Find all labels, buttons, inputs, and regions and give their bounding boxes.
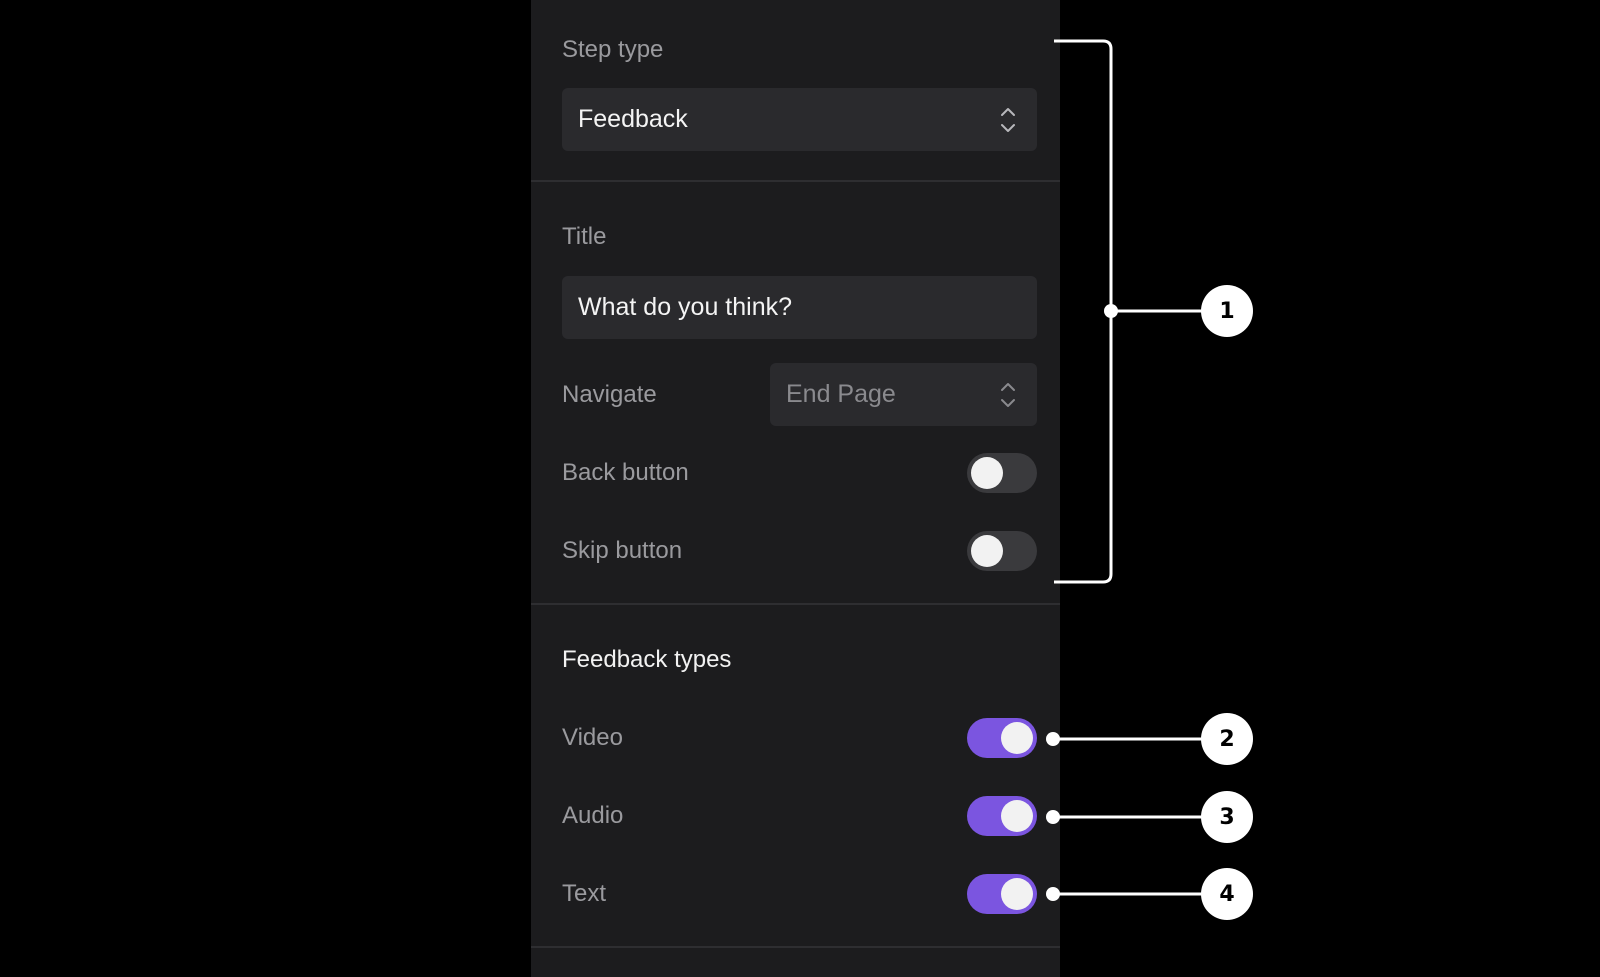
video-label: Video	[562, 724, 623, 751]
toggle-knob	[1001, 878, 1033, 910]
toggle-knob	[1001, 800, 1033, 832]
toggle-knob	[971, 457, 1003, 489]
divider	[531, 180, 1060, 182]
navigate-value: End Page	[786, 380, 896, 408]
toggle-knob	[971, 535, 1003, 567]
audio-toggle[interactable]	[967, 796, 1037, 836]
step-type-value: Feedback	[578, 105, 688, 133]
back-button-label: Back button	[562, 459, 689, 486]
video-toggle[interactable]	[967, 718, 1037, 758]
toggle-knob	[1001, 722, 1033, 754]
callout-badge-4: 4	[1201, 868, 1253, 920]
callout-badge-1: 1	[1201, 285, 1253, 337]
chevron-up-down-icon	[1001, 107, 1015, 132]
chevron-up-down-icon	[1001, 382, 1015, 407]
navigate-select[interactable]: End Page	[770, 363, 1037, 426]
step-type-select[interactable]: Feedback	[562, 88, 1037, 151]
callout-badge-2: 2	[1201, 713, 1253, 765]
divider	[531, 946, 1060, 948]
title-input-value: What do you think?	[578, 293, 793, 321]
title-input[interactable]: What do you think?	[562, 276, 1037, 339]
bracket-line	[1054, 39, 1113, 584]
audio-label: Audio	[562, 802, 624, 829]
divider	[531, 603, 1060, 605]
feedback-types-title: Feedback types	[562, 646, 732, 673]
callout-badge-3: 3	[1201, 791, 1253, 843]
navigate-label: Navigate	[562, 381, 657, 408]
text-label: Text	[562, 880, 607, 907]
text-toggle[interactable]	[967, 874, 1037, 914]
skip-button-label: Skip button	[562, 537, 683, 564]
back-button-toggle[interactable]	[967, 453, 1037, 493]
settings-panel: Step type Feedback Title What do you thi…	[531, 0, 1060, 977]
skip-button-toggle[interactable]	[967, 531, 1037, 571]
step-type-label: Step type	[562, 36, 664, 63]
title-label: Title	[562, 223, 607, 250]
